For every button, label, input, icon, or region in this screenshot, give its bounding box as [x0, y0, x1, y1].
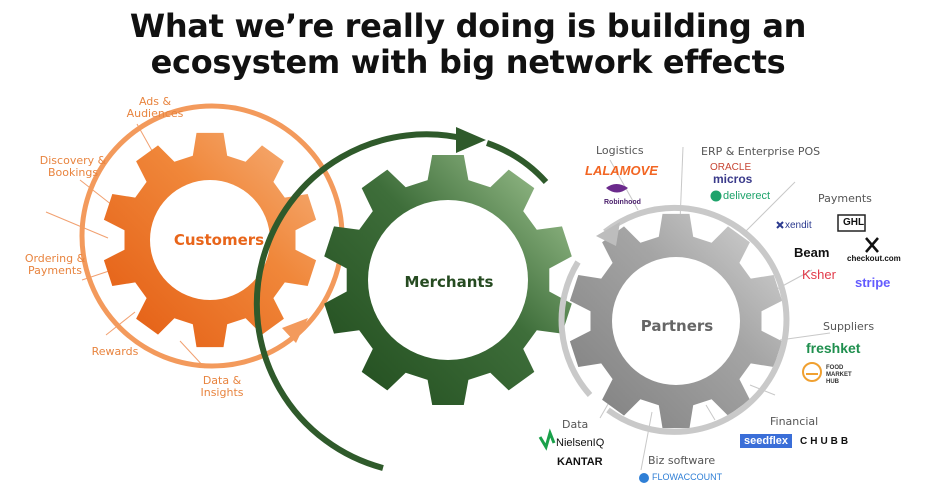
checkout-logo: checkout.com: [847, 254, 901, 263]
label-discovery-bookings: Discovery &Bookings: [39, 154, 107, 179]
partners-cycle-arc: [603, 204, 790, 435]
flowaccount-logo: FLOWACCOUNT: [652, 472, 723, 482]
slide-title-line-2: ecosystem with big network effects: [150, 43, 786, 81]
chubb-logo: CHUBB: [800, 436, 852, 447]
flowaccount-logo-icon: [639, 473, 649, 483]
freshket-logo: freshket: [806, 340, 861, 356]
merchants-cycle-arrow: [456, 127, 486, 153]
seedflex-logo: seedflex: [740, 434, 793, 448]
deliverect-logo-icon: [710, 190, 722, 202]
ksher-logo: Ksher: [802, 267, 836, 282]
merchants-gear-label: Merchants: [404, 273, 494, 291]
robinhood-logo-icon: [606, 184, 628, 193]
category-payments: Payments: [818, 192, 872, 205]
label-rewards: Rewards: [91, 345, 139, 358]
ghl-logo-icon: [837, 214, 866, 232]
customers-gear: [103, 132, 317, 348]
partners-gear-label: Partners: [640, 317, 714, 335]
ghl-logo: GHL: [843, 217, 865, 228]
micros-logo: micros: [713, 172, 753, 186]
lalamove-logo: LALAMOVE: [585, 163, 658, 178]
nielseniq-logo-icon: [538, 428, 556, 451]
customers-cycle-arrow: [282, 318, 308, 343]
checkout-logo-icon: [865, 237, 879, 253]
partners-gear: [569, 213, 783, 429]
customers-gear-label: Customers: [173, 231, 265, 249]
food-market-hub-logo-icon: [802, 362, 822, 382]
merchants-cycle-arc: [253, 131, 471, 471]
robinhood-logo: Robinhood: [604, 199, 641, 206]
stripe-logo: stripe: [855, 275, 891, 290]
category-logistics: Logistics: [596, 144, 644, 157]
merchants-gear: [324, 155, 572, 405]
partners-cycle-arrow: [596, 222, 620, 246]
slide-title-line-1: What we’re really doing is building an: [129, 7, 807, 45]
category-data: Data: [562, 418, 589, 431]
category-biz-software: Biz software: [648, 454, 716, 467]
label-data-insights: Data &Insights: [200, 374, 244, 399]
category-financial: Financial: [770, 415, 819, 428]
xendit-logo: xendit: [785, 220, 812, 231]
beam-logo: Beam: [794, 245, 830, 260]
xendit-logo-icon: [776, 221, 784, 229]
label-ordering-payments: Ordering &Payments: [24, 252, 86, 277]
oracle-logo: ORACLE: [710, 162, 752, 173]
deliverect-logo: deliverect: [723, 190, 771, 202]
nielseniq-logo: NielsenIQ: [556, 437, 605, 449]
label-ads-audiences: Ads &Audiences: [126, 95, 184, 120]
merchants-cycle-arc-top: [485, 140, 549, 185]
category-erp: ERP & Enterprise POS: [701, 145, 821, 158]
kantar-logo: KANTAR: [557, 456, 603, 468]
partners-cycle-arc-left: [558, 260, 593, 397]
category-suppliers: Suppliers: [823, 320, 875, 333]
